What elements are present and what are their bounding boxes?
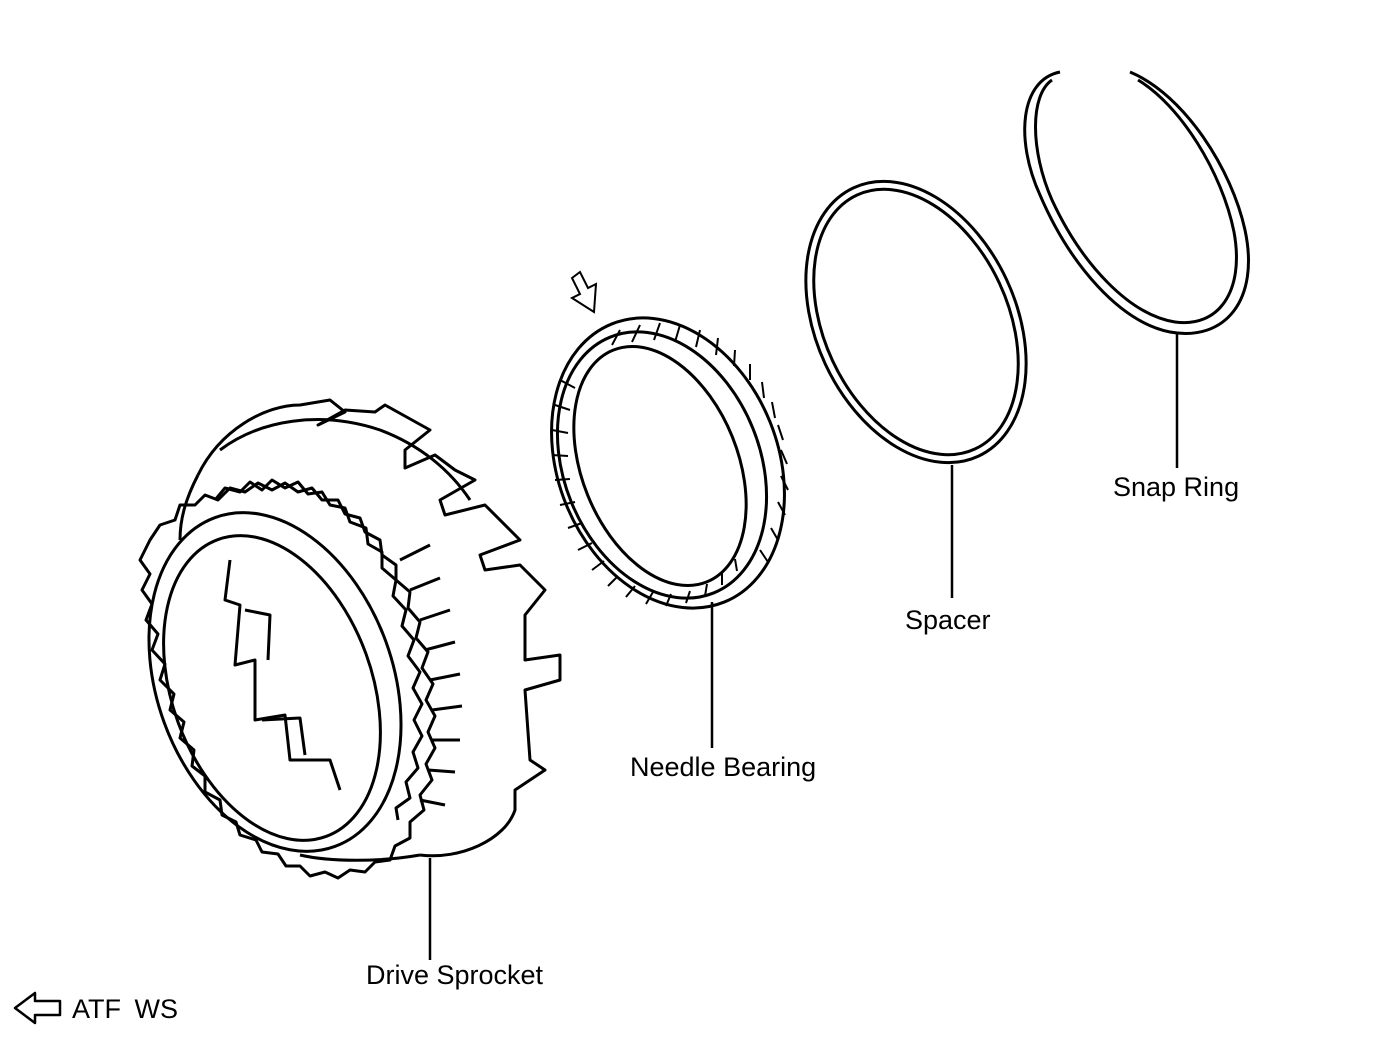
snap-ring	[1023, 70, 1250, 335]
hollow-arrow-icon	[569, 270, 598, 314]
label-needle-bearing: Needle Bearing	[630, 752, 817, 782]
label-drive-sprocket: Drive Sprocket	[366, 960, 544, 990]
needle-bearing	[550, 316, 789, 610]
label-snap-ring: Snap Ring	[1113, 472, 1240, 502]
label-spacer: Spacer	[905, 605, 991, 635]
drive-sprocket	[138, 398, 562, 880]
leader-lines	[428, 334, 1179, 960]
legend-hollow-arrow-icon	[13, 991, 62, 1025]
spacer	[804, 179, 1028, 465]
legend-atf-ws: ATF WS	[72, 994, 178, 1024]
